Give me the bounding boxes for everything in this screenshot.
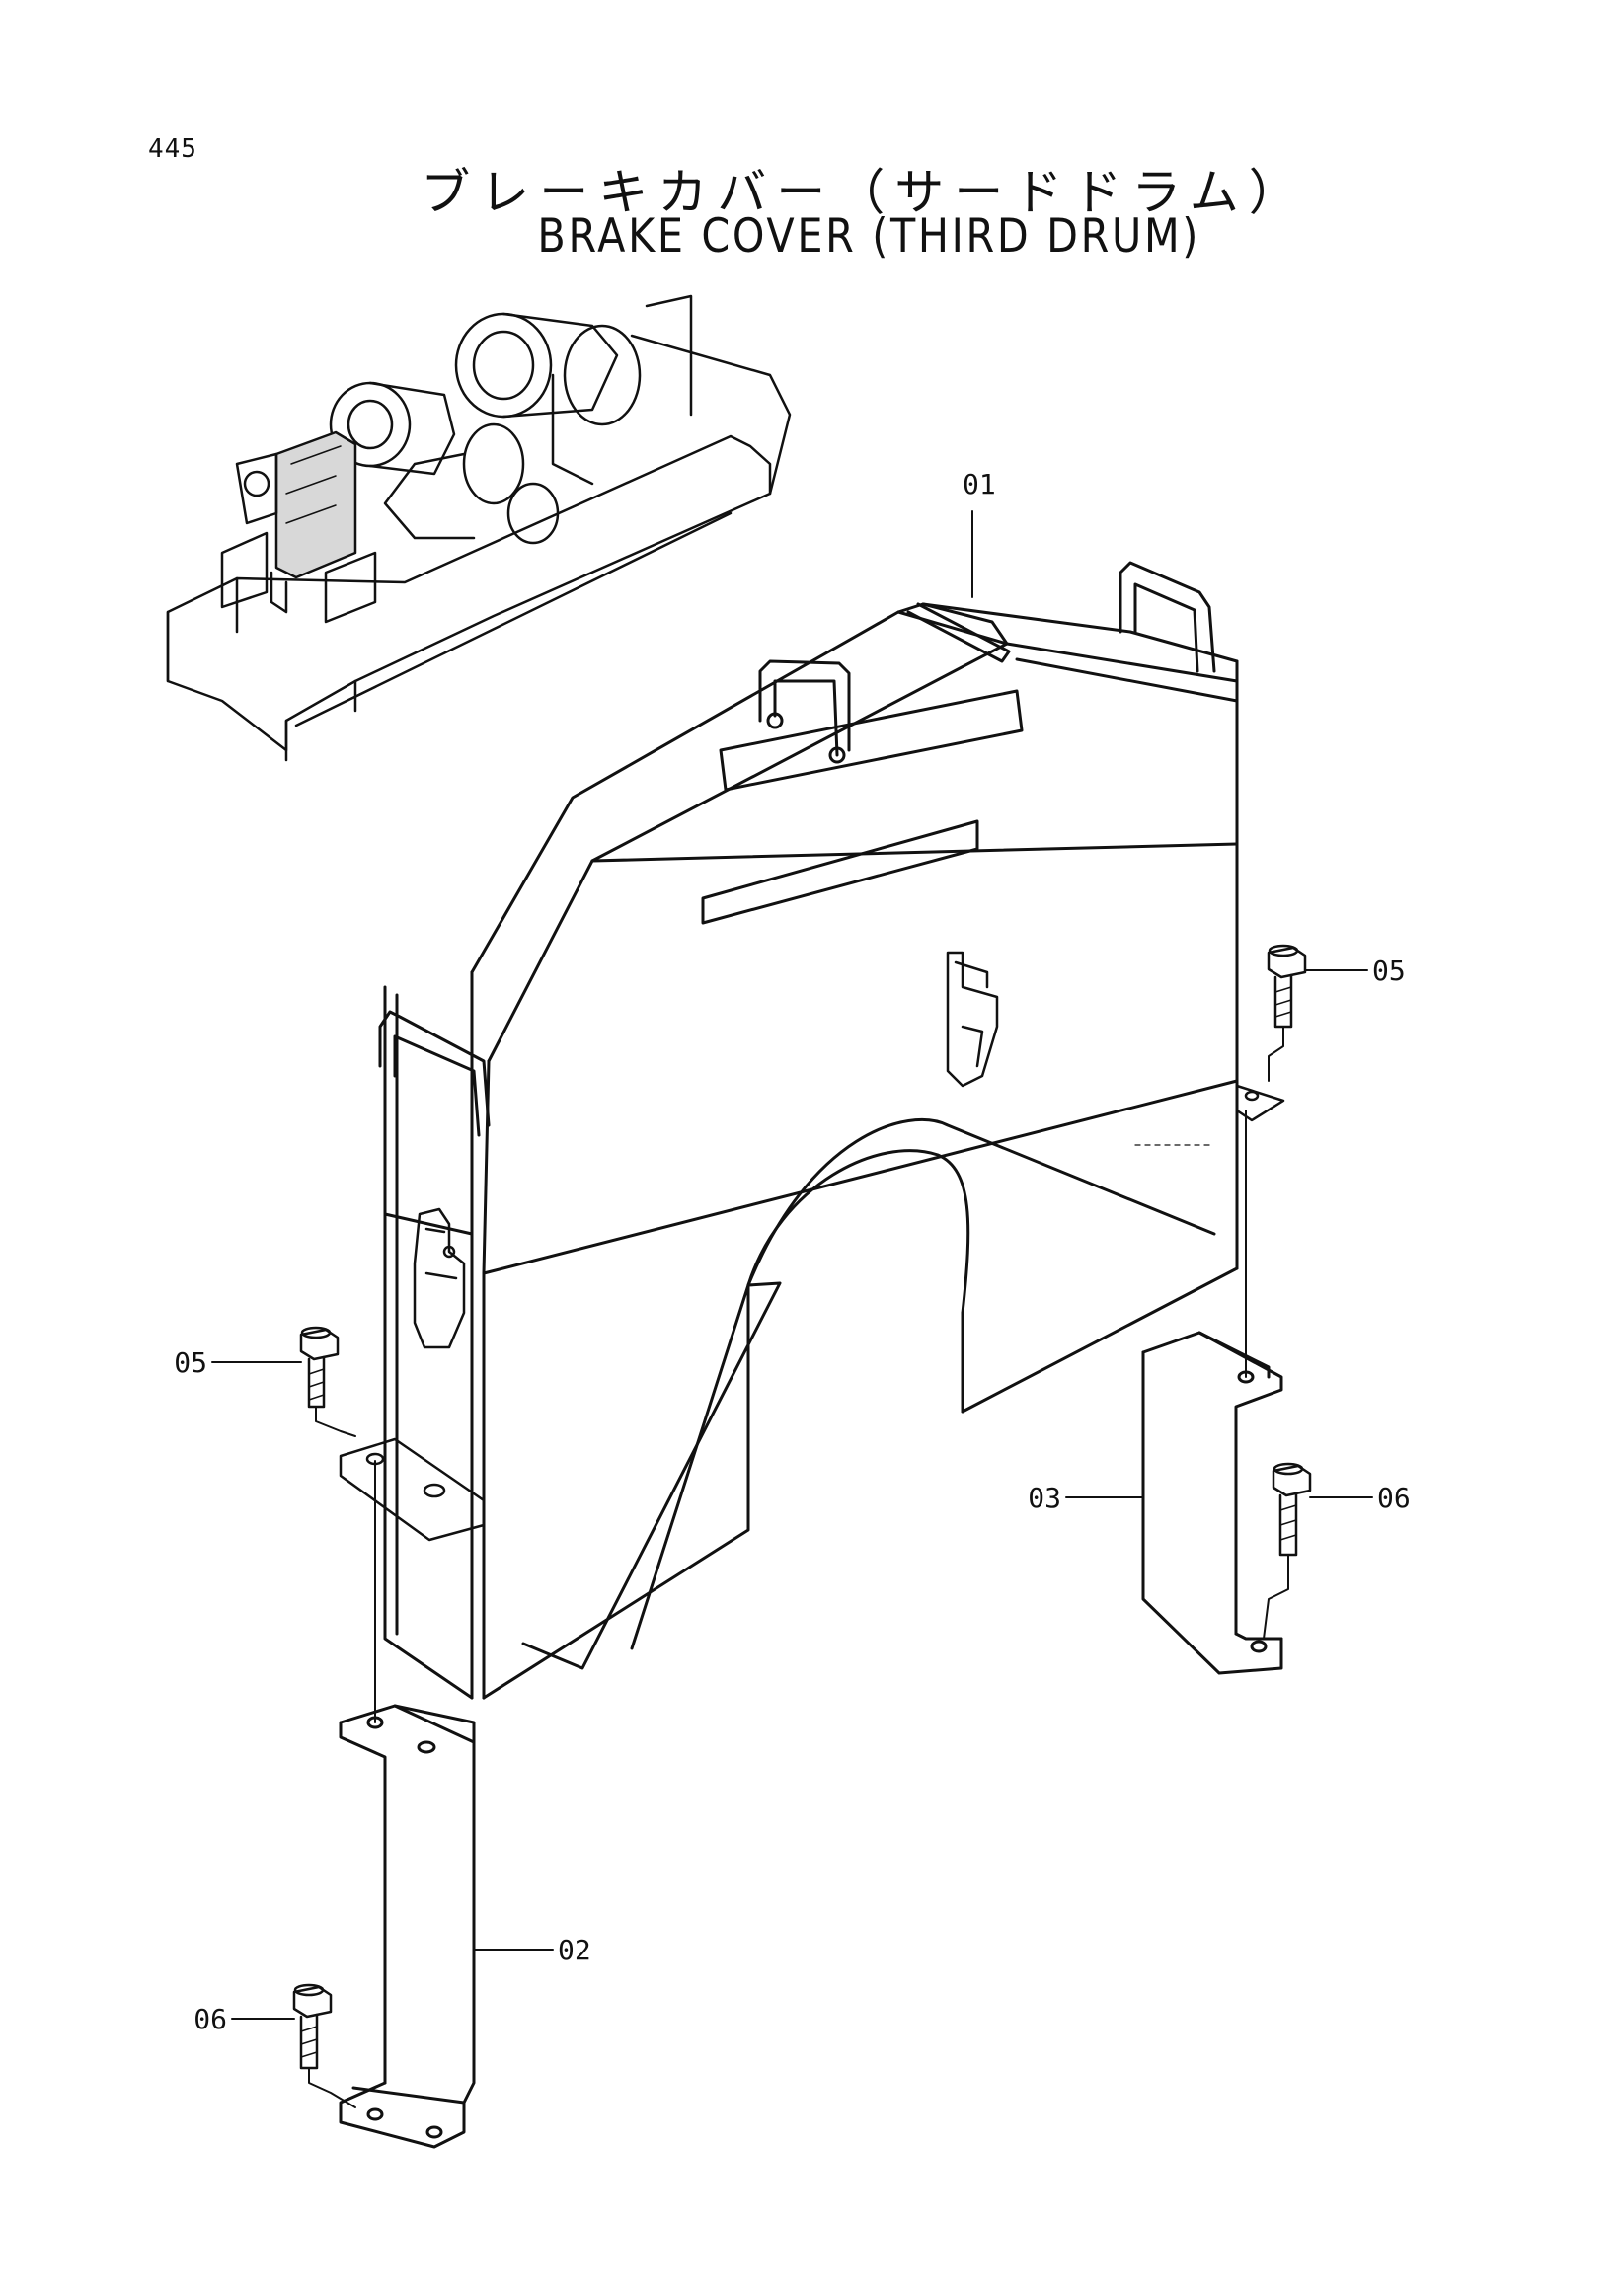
diagram-title-japanese: ブレーキカバー（サードドラム） — [421, 164, 1308, 221]
diagram-title-english: BRAKE COVER (THIRD DRUM) — [537, 209, 1201, 264]
page-number: 445 — [148, 134, 197, 164]
bolt-06-right — [1272, 1462, 1312, 1557]
callout-05-left: 05 — [174, 1346, 207, 1379]
callout-03: 03 — [1028, 1482, 1061, 1514]
bolt-06-left — [292, 1983, 333, 2070]
location-inset-drum-assembly — [166, 294, 792, 762]
bracket-part-03 — [1141, 1331, 1283, 1675]
callout-01: 01 — [963, 468, 996, 500]
callout-02: 02 — [558, 1934, 591, 1966]
callout-06-right: 06 — [1377, 1482, 1411, 1514]
latch-front — [946, 951, 999, 1088]
bracket-part-02 — [339, 1704, 476, 2149]
leader-lines — [211, 510, 1373, 2108]
callout-05-right: 05 — [1372, 955, 1406, 987]
mounting-flange-left — [339, 1437, 486, 1542]
latch-left — [413, 1207, 466, 1349]
brake-cover-main-part-01 — [378, 561, 1239, 1700]
mounting-flange-right — [1235, 1084, 1285, 1122]
callout-06-left: 06 — [193, 2003, 227, 2035]
bolt-05-right — [1267, 944, 1307, 1029]
bolt-05-left — [299, 1326, 340, 1409]
